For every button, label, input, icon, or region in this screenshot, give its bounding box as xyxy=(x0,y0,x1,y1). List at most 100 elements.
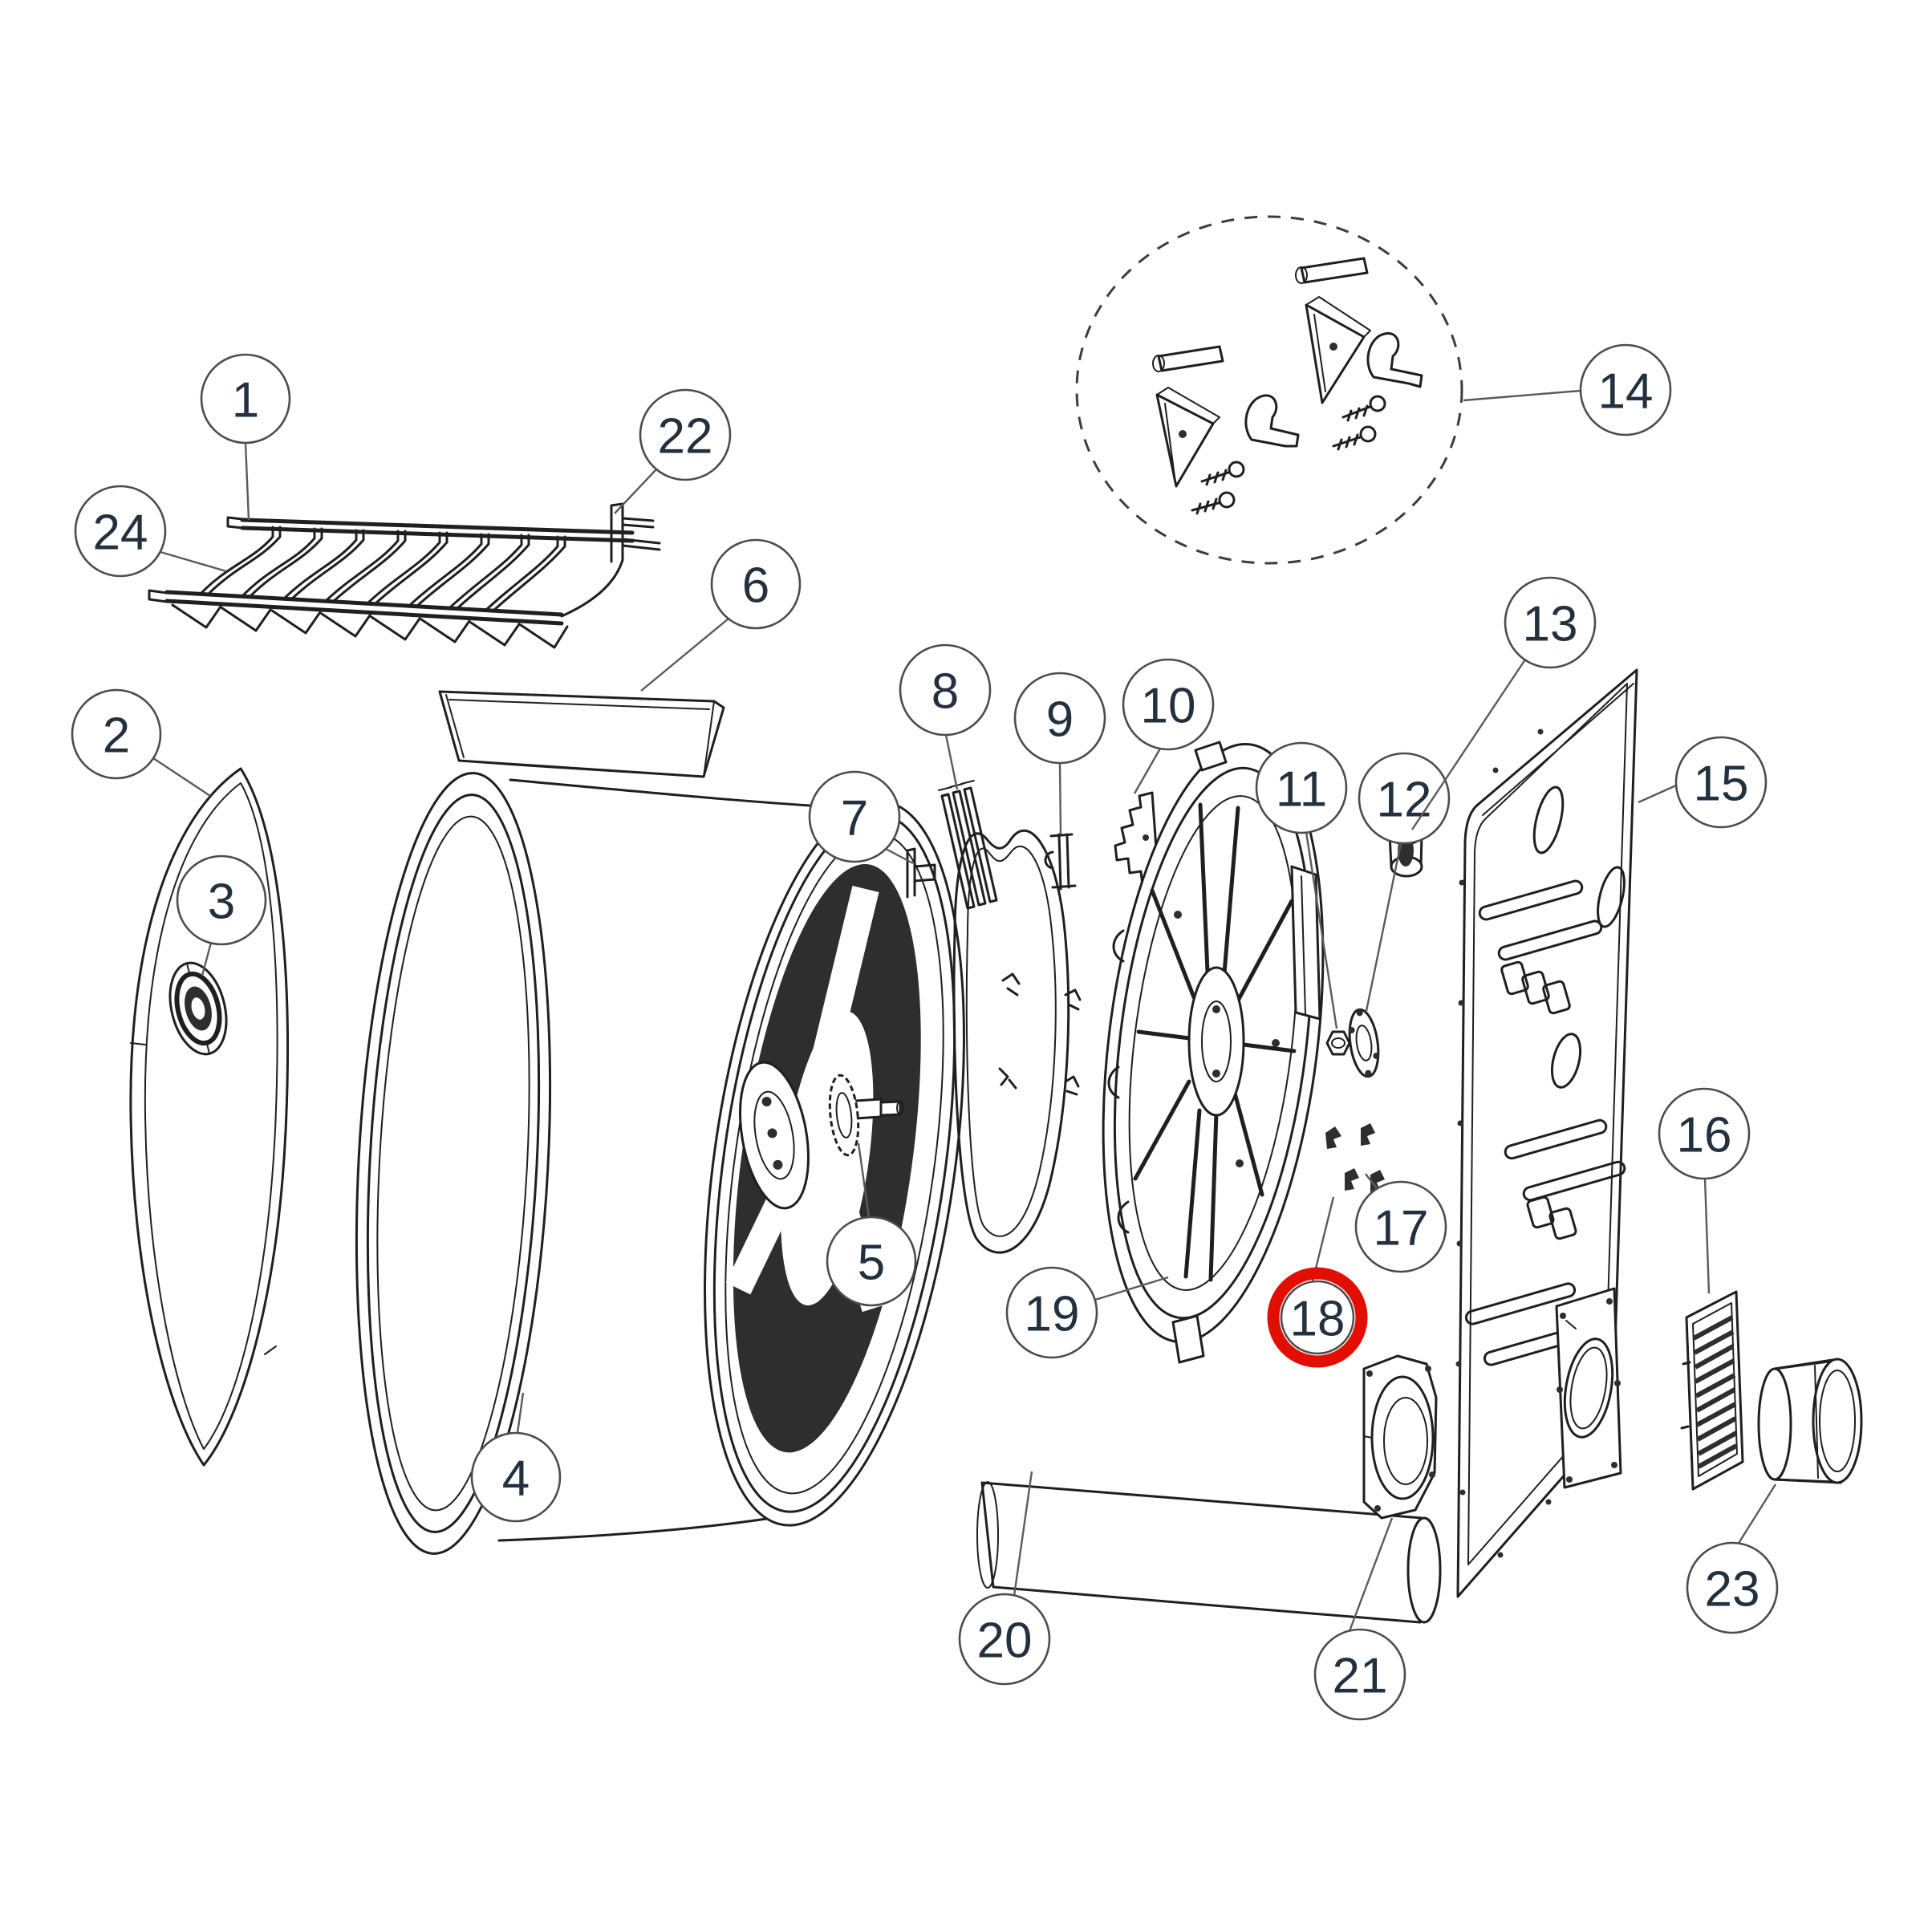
leader-line-19 xyxy=(1094,1276,1169,1301)
leader-line-21 xyxy=(1348,1517,1394,1632)
part-duct-collar xyxy=(1757,1358,1863,1484)
callout-circle-14[interactable] xyxy=(1579,343,1672,436)
callout-number-16[interactable]: 16 xyxy=(1677,1107,1732,1163)
callout-number-5[interactable]: 5 xyxy=(858,1235,885,1290)
callout-16[interactable]: 16 xyxy=(1658,1087,1751,1294)
callout-circle-6[interactable] xyxy=(710,538,802,630)
callout-circle-4[interactable] xyxy=(470,1431,562,1523)
leader-line-9 xyxy=(1058,762,1062,835)
leader-line-13 xyxy=(1411,659,1526,830)
callout-4[interactable]: 4 xyxy=(470,1392,562,1523)
callout-17[interactable]: 17 xyxy=(1354,1173,1447,1273)
leader-line-24 xyxy=(160,550,227,573)
part-tray xyxy=(438,690,725,778)
part-duct-pipe xyxy=(976,1481,1442,1624)
part-clip-left xyxy=(906,847,936,899)
callout-number-19[interactable]: 19 xyxy=(1025,1286,1080,1341)
callout-19[interactable]: 19 xyxy=(1005,1266,1169,1359)
callout-circle-11[interactable] xyxy=(1255,741,1348,834)
callout-number-18[interactable]: 18 xyxy=(1290,1291,1346,1346)
callout-number-9[interactable]: 9 xyxy=(1046,692,1074,747)
callout-number-1[interactable]: 1 xyxy=(232,372,259,428)
callout-number-3[interactable]: 3 xyxy=(208,874,235,929)
callout-2[interactable]: 2 xyxy=(71,688,211,798)
callout-circle-23[interactable] xyxy=(1686,1541,1779,1634)
callout-circle-24[interactable] xyxy=(74,485,167,578)
callout-number-11[interactable]: 11 xyxy=(1276,761,1327,817)
callout-circle-8[interactable] xyxy=(899,643,992,737)
callout-1[interactable]: 1 xyxy=(200,353,291,521)
callout-circle-15[interactable] xyxy=(1674,736,1768,829)
part-front-panel xyxy=(129,767,290,1467)
callout-3[interactable]: 3 xyxy=(176,854,267,976)
callout-circle-12[interactable] xyxy=(1358,752,1451,845)
callout-number-21[interactable]: 21 xyxy=(1333,1648,1388,1703)
leader-line-11 xyxy=(1305,831,1338,1029)
callout-8[interactable]: 8 xyxy=(899,643,992,790)
part-rear-panel xyxy=(1455,668,1638,1598)
callout-18[interactable]: 18 xyxy=(1267,1196,1368,1368)
highlight-ring xyxy=(1267,1267,1368,1368)
callout-circle-18[interactable] xyxy=(1280,1280,1355,1355)
leader-line-7 xyxy=(885,847,914,865)
callout-20[interactable]: 20 xyxy=(958,1471,1051,1686)
callout-22[interactable]: 22 xyxy=(614,388,732,514)
callout-circle-3[interactable] xyxy=(176,854,267,946)
leader-line-2 xyxy=(152,757,211,798)
callout-circle-1[interactable] xyxy=(200,353,291,444)
callout-number-6[interactable]: 6 xyxy=(742,558,769,613)
part-drying-rack xyxy=(148,502,661,649)
callout-number-4[interactable]: 4 xyxy=(502,1451,530,1506)
callout-circle-21[interactable] xyxy=(1313,1628,1406,1721)
callout-number-8[interactable]: 8 xyxy=(932,664,959,719)
callout-13[interactable]: 13 xyxy=(1411,576,1597,830)
callout-number-20[interactable]: 20 xyxy=(977,1613,1033,1668)
leader-line-3 xyxy=(201,942,213,976)
callout-circle-17[interactable] xyxy=(1354,1180,1447,1273)
callout-12[interactable]: 12 xyxy=(1358,752,1451,1012)
callout-24[interactable]: 24 xyxy=(74,485,227,578)
callout-circle-2[interactable] xyxy=(71,688,162,780)
callout-circle-5[interactable] xyxy=(826,1216,917,1307)
callout-14[interactable]: 14 xyxy=(1463,343,1672,436)
callout-15[interactable]: 15 xyxy=(1638,736,1768,829)
callout-21[interactable]: 21 xyxy=(1313,1517,1406,1721)
callout-number-13[interactable]: 13 xyxy=(1523,596,1578,651)
callout-number-23[interactable]: 23 xyxy=(1705,1561,1760,1617)
callout-number-7[interactable]: 7 xyxy=(841,790,868,846)
callout-11[interactable]: 11 xyxy=(1255,741,1348,1029)
callout-number-17[interactable]: 17 xyxy=(1374,1200,1429,1256)
part-door-hub xyxy=(168,961,228,1056)
leader-line-8 xyxy=(944,734,959,790)
callout-circle-22[interactable] xyxy=(639,388,732,481)
leader-line-1 xyxy=(244,442,250,521)
leader-line-14 xyxy=(1463,389,1581,402)
callout-number-14[interactable]: 14 xyxy=(1598,363,1654,419)
callout-number-12[interactable]: 12 xyxy=(1377,772,1432,827)
callout-number-2[interactable]: 2 xyxy=(103,708,130,763)
callout-circle-10[interactable] xyxy=(1122,658,1215,751)
callout-circle-19[interactable] xyxy=(1005,1266,1098,1359)
callout-number-24[interactable]: 24 xyxy=(93,505,148,560)
callout-circle-13[interactable] xyxy=(1504,576,1597,669)
callout-9[interactable]: 9 xyxy=(1013,672,1106,835)
part-bearing-shaft xyxy=(828,1074,904,1157)
callout-number-10[interactable]: 10 xyxy=(1141,678,1196,733)
callout-7[interactable]: 7 xyxy=(808,770,914,865)
callout-circle-9[interactable] xyxy=(1013,672,1106,765)
callout-circle-7[interactable] xyxy=(808,770,901,863)
callout-23[interactable]: 23 xyxy=(1686,1484,1779,1634)
leader-line-10 xyxy=(1133,748,1162,794)
callout-circle-20[interactable] xyxy=(958,1593,1051,1686)
callout-6[interactable]: 6 xyxy=(640,538,802,692)
callout-circle-16[interactable] xyxy=(1658,1087,1751,1180)
callout-10[interactable]: 10 xyxy=(1122,658,1215,794)
callout-number-22[interactable]: 22 xyxy=(658,408,713,464)
leader-line-6 xyxy=(640,618,729,692)
part-blower-flange xyxy=(1362,1354,1438,1520)
callout-5[interactable]: 5 xyxy=(826,1143,917,1307)
part-screws-17-18 xyxy=(1325,1123,1385,1192)
callout-number-15[interactable]: 15 xyxy=(1694,756,1749,811)
